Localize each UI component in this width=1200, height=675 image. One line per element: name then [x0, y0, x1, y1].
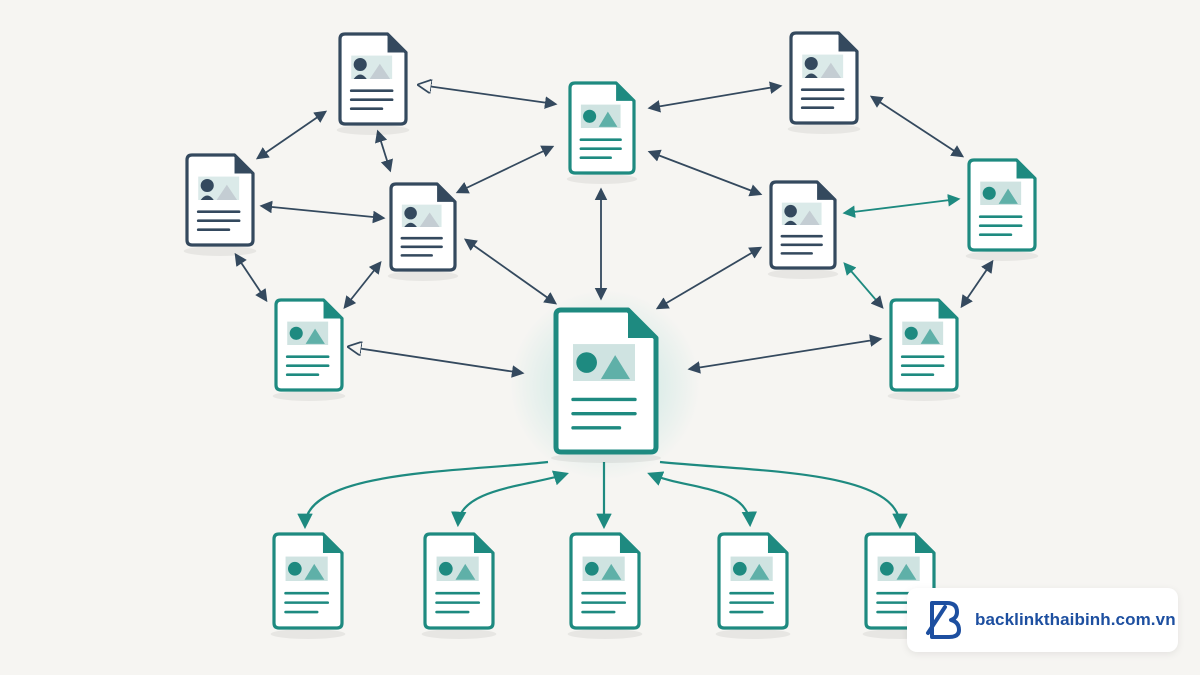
doc-central [551, 307, 661, 463]
doc-shadow [887, 391, 961, 401]
image-placeholder-icon [287, 321, 329, 345]
image-placeholder-icon [877, 556, 920, 581]
image-placeholder-icon [802, 54, 844, 78]
doc-bottom-2 [421, 532, 497, 639]
arrow-midrightinner-midrightouter [842, 193, 961, 219]
doc-shadow [567, 629, 643, 639]
arrow-topleft-topcenter [420, 85, 555, 104]
page-fold [323, 300, 342, 319]
image-placeholder-icon [902, 321, 944, 345]
arrow-midrightouter-lowerright [960, 259, 994, 309]
image-placeholder-icon [730, 556, 773, 581]
arrow-topright-midrightouter [869, 95, 965, 158]
watermark-text: backlinkthaibinh.com.vn [975, 610, 1176, 629]
doc-shadow [183, 246, 257, 256]
arrow-midleftinner-central [463, 238, 558, 305]
watermark-badge: backlinkthaibinh.com.vn [907, 588, 1178, 652]
doc-shadow [421, 629, 497, 639]
logo-b-icon [926, 601, 961, 639]
doc-top-left [336, 32, 410, 135]
arrow-midleftinner-lowerleft [343, 261, 382, 309]
page-fold [838, 33, 857, 52]
arrow-midrightinner-lowerright [843, 262, 884, 309]
page-fold [619, 534, 639, 554]
doc-bottom-3 [567, 532, 643, 639]
doc-mid-left-inner [387, 182, 459, 281]
page-fold [767, 534, 787, 554]
image-placeholder-icon [198, 176, 240, 200]
doc-shadow [272, 391, 346, 401]
page-fold [1016, 160, 1035, 179]
doc-shadow [787, 124, 861, 134]
page-fold [322, 534, 342, 554]
page-fold [914, 534, 934, 554]
page-fold [387, 34, 406, 53]
doc-mid-right-inner [767, 180, 839, 279]
doc-bottom-1 [270, 532, 346, 639]
doc-lower-left [272, 298, 346, 401]
doc-shadow [767, 269, 839, 279]
arrow-topleft-midleftouter [255, 110, 328, 160]
arrow-midrightinner-central [655, 246, 763, 310]
doc-shadow [336, 125, 410, 135]
page-fold [473, 534, 493, 554]
doc-shadow [715, 629, 791, 639]
page-fold [616, 83, 634, 101]
connection-arrows [234, 81, 994, 530]
image-placeholder-icon [573, 344, 635, 381]
arrow-midleftouter-lowerleft [234, 252, 268, 303]
page-fold [817, 182, 835, 200]
arrow-topcenter-topright [647, 81, 783, 113]
page-fold [938, 300, 957, 319]
image-placeholder-icon [580, 104, 621, 128]
arrow-topleft-midleftinner [375, 129, 393, 173]
doc-top-right [787, 31, 861, 134]
documents [183, 31, 1039, 639]
image-placeholder-icon [436, 556, 479, 581]
doc-mid-left-outer [183, 153, 257, 256]
image-placeholder-icon [401, 204, 442, 227]
arrow-topcenter-midleftinner [455, 145, 555, 194]
doc-shadow [551, 453, 661, 463]
image-placeholder-icon [781, 202, 822, 225]
arrow-midleftouter-midleftinner [259, 200, 386, 224]
doc-shadow [965, 251, 1039, 261]
doc-shadow [387, 271, 459, 281]
page-fold [628, 310, 656, 338]
image-placeholder-icon [285, 556, 328, 581]
doc-top-center [566, 81, 638, 184]
doc-bottom-4 [715, 532, 791, 639]
arrow-lowerright-central [687, 334, 883, 374]
page-fold [437, 184, 455, 202]
arrow-central-bottom4 [647, 471, 758, 528]
arrow-central-bottom1 [297, 460, 549, 530]
doc-mid-right-outer [965, 158, 1039, 261]
arrow-central-bottom2 [451, 470, 569, 528]
image-placeholder-icon [582, 556, 625, 581]
arrow-lowerleft-central [350, 347, 522, 373]
doc-shadow [566, 174, 638, 184]
doc-lower-right [887, 298, 961, 401]
page-fold [234, 155, 253, 174]
arrow-topcenter-midrightinner [647, 149, 763, 197]
image-placeholder-icon [351, 55, 393, 79]
doc-shadow [270, 629, 346, 639]
arrow-central-bottom5 [659, 460, 908, 530]
image-placeholder-icon [980, 181, 1022, 205]
